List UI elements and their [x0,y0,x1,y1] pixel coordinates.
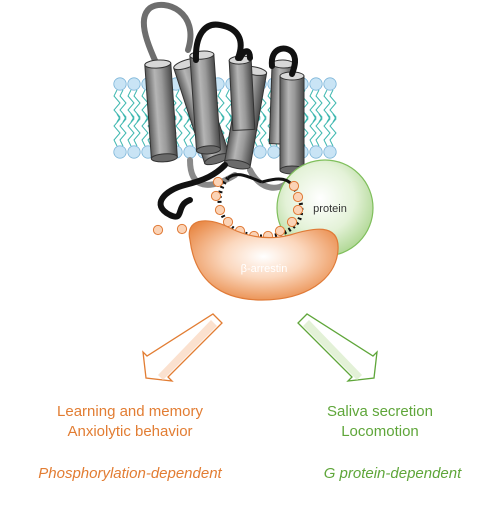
lipid-tail [329,113,337,147]
transmembrane-helices [144,50,305,175]
phosphate-group [286,216,298,228]
lipid-tail [119,113,127,147]
lipid-head [113,145,127,159]
lipid-head [253,145,267,159]
phosphate-group [212,176,224,188]
lipid-head [309,77,323,91]
lipid-head [127,145,141,159]
arrestin-shape [188,220,339,301]
phosphate-group [176,223,188,235]
extracellular-loop-1 [192,21,244,63]
phosphate-group [210,190,222,202]
lipid-tail [309,113,317,147]
right-effect-2: Locomotion [341,423,419,440]
phosphate-group [274,225,286,237]
lipid-tail [225,113,233,147]
right-effect-1: Saliva secretion [327,403,433,420]
phosphate-group [292,191,304,203]
helix-3 [189,50,221,155]
helix-5 [228,55,256,132]
lipid-tail [183,113,191,147]
phosphate-group [292,204,304,216]
lipid-tail [141,113,149,147]
phosphate-group [288,180,300,192]
lipid-tail [133,113,141,147]
phosphate-group [214,204,226,216]
extracellular-loop-grey [140,1,194,85]
lipid-head [113,77,127,91]
lipid-tail [323,113,331,147]
lipid-head [323,77,337,91]
receptor-loops-front [157,21,298,220]
arrestin-label: β-arrestin [241,263,288,275]
left-effect-2: Anxiolytic behavior [67,423,193,440]
extracellular-loop-2 [268,45,298,77]
intracellular-loop-tail [157,162,228,220]
phosphate-group [152,224,164,236]
lipid-head [309,145,323,159]
lipid-tail [315,113,323,147]
beta-arrestin [188,220,339,301]
lipid-tail [127,113,135,147]
lipid-head [323,145,337,159]
helix-7 [279,71,305,175]
lipid-tail [113,113,121,147]
extracellular-loop-3 [237,48,253,61]
right-mechanism: G protein-dependent [323,465,462,482]
lipid-head [183,145,197,159]
lipid-head [267,145,281,159]
left-arrow [142,313,223,382]
left-effect-1: Learning and memory [57,403,203,420]
protein-label: protein [313,203,347,215]
helix-1 [144,59,178,163]
lipid-head [127,77,141,91]
left-mechanism: Phosphorylation-dependent [38,465,222,482]
lipid-tail [259,113,267,147]
right-arrow [297,313,378,382]
